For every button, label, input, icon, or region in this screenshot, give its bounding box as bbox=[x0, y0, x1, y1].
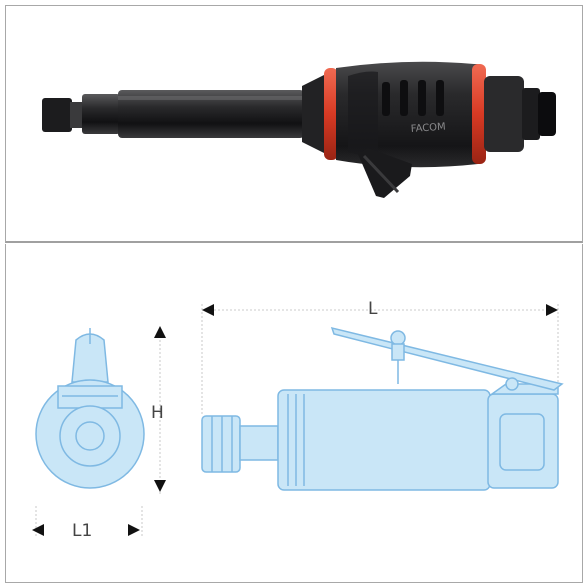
side-view-drawing bbox=[201, 326, 564, 491]
dimension-drawing-panel: H L1 bbox=[5, 244, 583, 583]
collet-nut bbox=[42, 98, 72, 132]
length-dimension: L bbox=[201, 299, 559, 414]
height-dimension: H bbox=[151, 326, 166, 496]
length-label: L bbox=[368, 299, 378, 319]
brand-text: FACOM bbox=[410, 122, 446, 135]
width-label: L1 bbox=[72, 521, 92, 541]
front-red-ring bbox=[324, 68, 338, 160]
width-dimension: L1 bbox=[32, 506, 143, 541]
collet-body bbox=[82, 94, 120, 134]
arrow-right-icon bbox=[546, 304, 558, 316]
arrow-left-icon bbox=[32, 524, 44, 536]
die-grinder-photo: FACOM bbox=[42, 61, 556, 198]
arrow-up-icon bbox=[154, 326, 166, 338]
rear-red-ring bbox=[472, 64, 486, 164]
end-view-drawing bbox=[35, 328, 145, 489]
height-label: H bbox=[151, 403, 164, 423]
air-inlet bbox=[538, 92, 556, 136]
arrow-down-icon bbox=[154, 480, 166, 492]
arrow-right-icon bbox=[128, 524, 140, 536]
dimension-drawing: H L1 bbox=[32, 299, 564, 541]
arrow-left-icon bbox=[202, 304, 214, 316]
extension-shaft bbox=[118, 90, 304, 138]
rear-housing bbox=[484, 76, 524, 152]
product-photo-panel: FACOM bbox=[5, 5, 583, 243]
throttle-lever bbox=[358, 148, 412, 198]
